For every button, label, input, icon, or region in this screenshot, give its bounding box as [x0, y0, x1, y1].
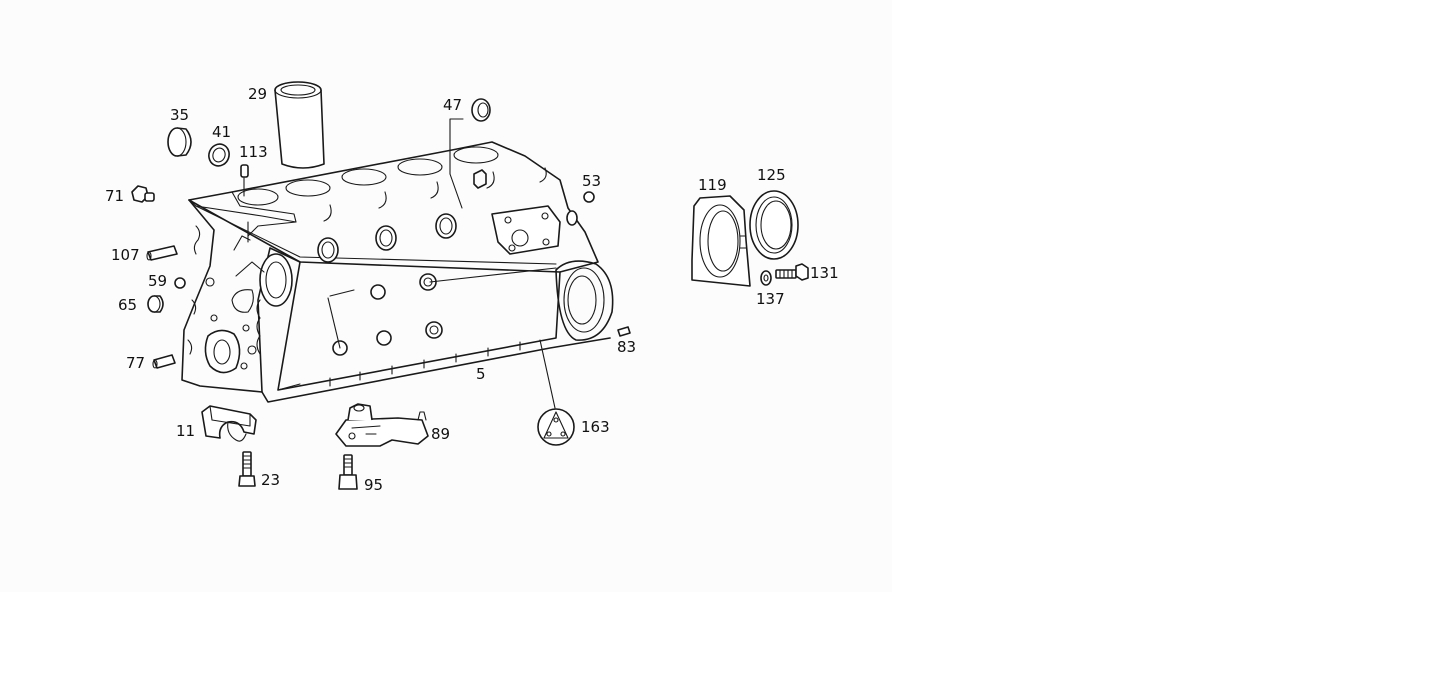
callout-95: 95	[364, 476, 383, 494]
seal-housing-119-part	[691, 195, 751, 287]
bolt-23-part	[238, 451, 256, 487]
leader-line	[429, 267, 557, 283]
callout-113: 113	[239, 143, 268, 161]
seal-ring-125-part	[749, 190, 799, 260]
pin-77-part	[152, 354, 176, 369]
cylinder-liner-part	[274, 81, 325, 169]
bearing-cap-11-part	[201, 405, 257, 442]
callout-83: 83	[617, 338, 636, 356]
washer-137-part	[760, 270, 772, 286]
callout-labels: 29 47 35 41 113 71 53 107 59 65 77 83 5 …	[105, 85, 839, 494]
diagram-panel	[0, 0, 892, 592]
callout-11: 11	[176, 422, 195, 440]
bushing-65-part	[147, 295, 164, 313]
callout-89: 89	[431, 425, 450, 443]
callout-119: 119	[698, 176, 727, 194]
callout-47: 47	[443, 96, 462, 114]
plug-47-part	[449, 98, 491, 209]
engine-mount-89-part	[335, 403, 429, 447]
callout-163: 163	[581, 418, 610, 436]
engine-block	[181, 141, 614, 403]
bolt-95-part	[338, 454, 358, 490]
ball-plug-53-part	[566, 191, 595, 226]
callout-29: 29	[248, 85, 267, 103]
cover-163-part	[537, 339, 575, 446]
cap-plug-35-part	[167, 127, 192, 157]
callout-65: 65	[118, 296, 137, 314]
callout-107: 107	[111, 246, 140, 264]
callout-41: 41	[212, 123, 231, 141]
callout-23: 23	[261, 471, 280, 489]
bolt-131-part	[775, 263, 809, 281]
pin-107-part	[146, 245, 178, 261]
callout-125: 125	[757, 166, 786, 184]
callout-53: 53	[582, 172, 601, 190]
callout-71: 71	[105, 187, 124, 205]
callout-137: 137	[756, 290, 785, 308]
ball-59-part	[174, 277, 186, 289]
callout-131: 131	[810, 264, 839, 282]
callout-59: 59	[148, 272, 167, 290]
plug-bolt-71-part	[131, 185, 155, 203]
ring-41-part	[208, 143, 230, 167]
callout-35: 35	[170, 106, 189, 124]
callout-5: 5	[476, 365, 486, 383]
dowel-pin-113-part	[240, 164, 249, 197]
callout-77: 77	[126, 354, 145, 372]
pin-83-part	[617, 326, 631, 337]
